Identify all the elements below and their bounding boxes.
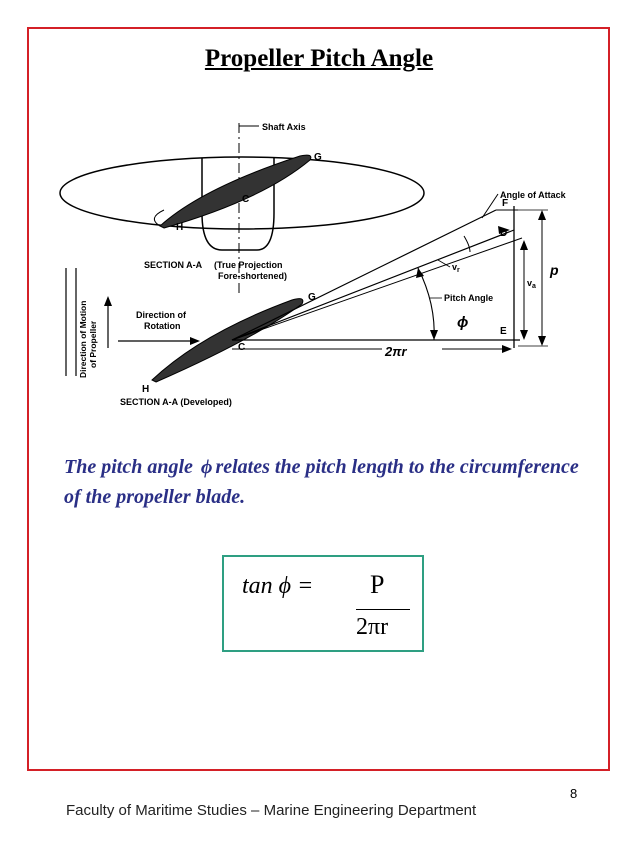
pitch-line-cf	[231, 209, 497, 341]
direction-of-motion-label: Direction of Motion	[78, 301, 88, 378]
point-f: F	[502, 198, 508, 209]
shaft-axis-label: Shaft Axis	[262, 122, 306, 132]
page-title: Propeller Pitch Angle	[204, 45, 434, 72]
point-h-top: H	[176, 222, 183, 233]
p-label: p	[549, 262, 559, 278]
pitch-angle-label: Pitch Angle	[444, 293, 493, 303]
section-aa-true-label: SECTION A-A	[144, 260, 203, 270]
caption-part-2: relates the pitch length to the circumfe…	[64, 456, 579, 508]
point-g-top: G	[314, 152, 322, 163]
direction-of-motion-label-2: of Propeller	[88, 320, 98, 368]
point-e: E	[500, 326, 507, 337]
formula-denominator: 2πr	[356, 614, 389, 640]
formula-numerator: P	[370, 570, 385, 599]
section-aa-developed-label: SECTION A-A (Developed)	[120, 397, 232, 407]
blade-section-true	[159, 154, 312, 229]
slide-frame	[27, 27, 610, 771]
va-label: va	[527, 278, 536, 290]
section-aa-true-note-1: (True Projection	[214, 260, 283, 270]
point-g: G	[308, 292, 316, 303]
formula-box: tan ϕ = P 2πr	[222, 555, 424, 652]
caption-phi-symbol: ϕ	[200, 456, 213, 478]
point-d: D	[500, 228, 507, 239]
formula-lhs: tan ϕ =	[242, 573, 314, 599]
point-c-top: C	[242, 194, 249, 205]
phi-label: ϕ	[457, 314, 468, 331]
direction-of-rotation-label-2: Rotation	[144, 321, 181, 331]
page-number: 8	[570, 786, 578, 801]
blade-section-developed	[151, 298, 304, 383]
direction-of-rotation-label: Direction of	[136, 310, 187, 320]
propeller-disc	[59, 156, 425, 230]
fraction-bar	[356, 609, 410, 610]
two-pi-r-label: 2πr	[384, 344, 407, 359]
vr-label: vr	[452, 262, 460, 274]
propeller-pitch-diagram: Shaft Axis G H C SECTION A-A (True Proje…	[59, 122, 567, 407]
pitch-line-cd	[231, 229, 515, 341]
section-aa-true-note-2: Fore-shortened)	[218, 271, 287, 281]
caption-part-1: The pitch angle	[64, 456, 198, 478]
point-h: H	[142, 384, 149, 395]
chord-line	[231, 237, 523, 341]
point-c: C	[238, 342, 245, 353]
footer-text: Faculty of Maritime Studies – Marine Eng…	[66, 802, 477, 819]
angle-of-attack-label: Angle of Attack	[500, 190, 567, 200]
